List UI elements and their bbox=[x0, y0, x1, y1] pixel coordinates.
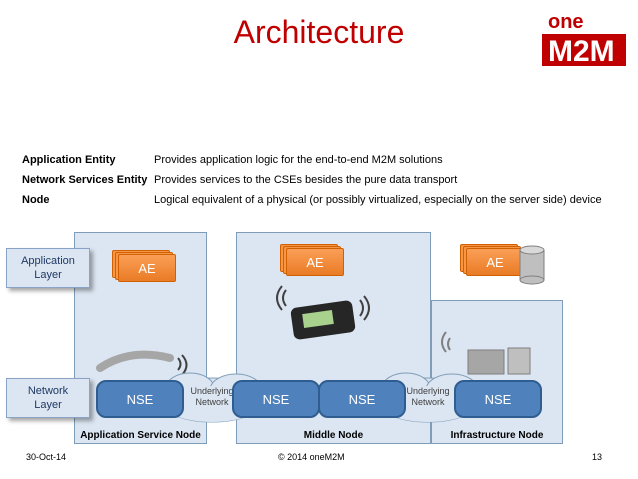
ae-label: AE bbox=[466, 248, 524, 276]
cloud-label-line: Underlying bbox=[406, 386, 450, 396]
logo-text-m2m: M2M bbox=[548, 35, 615, 68]
ae-stack-in: AE bbox=[460, 244, 524, 276]
gateway-device-icon bbox=[276, 285, 370, 340]
ae-stack-asn: AE bbox=[112, 250, 176, 282]
footer-copyright: © 2014 oneM2M bbox=[278, 452, 345, 462]
database-icon bbox=[519, 245, 545, 285]
definition-row: Node Logical equivalent of a physical (o… bbox=[22, 190, 602, 210]
cloud-label-line: Underlying bbox=[190, 386, 234, 396]
nse-asn: NSE bbox=[96, 380, 184, 418]
cloud-label-line: Network bbox=[411, 397, 445, 407]
footer-date: 30-Oct-14 bbox=[26, 452, 67, 462]
definition-term: Application Entity bbox=[22, 154, 116, 166]
logo-text-one: one bbox=[548, 11, 584, 33]
node-label: Application Service Node bbox=[80, 430, 201, 441]
definition-row: Application Entity Provides application … bbox=[22, 150, 602, 170]
footer-page-number: 13 bbox=[592, 452, 603, 462]
definition-desc: Logical equivalent of a physical (or pos… bbox=[154, 194, 602, 206]
nse-mn-left: NSE bbox=[232, 380, 320, 418]
sensor-device-icon bbox=[96, 350, 188, 376]
ae-stack-mn: AE bbox=[280, 244, 344, 276]
ae-label: AE bbox=[286, 248, 344, 276]
ae-label: AE bbox=[118, 254, 176, 282]
cloud-label-line: Network bbox=[195, 397, 229, 407]
definitions-table: Application Entity Provides application … bbox=[22, 150, 602, 210]
nse-mn-right: NSE bbox=[318, 380, 406, 418]
definition-term: Network Services Entity bbox=[22, 174, 148, 186]
node-label: Infrastructure Node bbox=[450, 430, 544, 441]
definition-row: Network Services Entity Provides service… bbox=[22, 170, 602, 190]
node-label: Middle Node bbox=[303, 430, 364, 441]
definition-desc: Provides services to the CSEs besides th… bbox=[154, 174, 458, 186]
page-title: Architecture bbox=[233, 14, 405, 50]
definition-term: Node bbox=[22, 194, 50, 206]
server-rack-icon bbox=[441, 331, 531, 375]
cloud-label-right: Underlying Network bbox=[394, 386, 462, 408]
onem2m-logo: one M2M bbox=[542, 11, 626, 68]
nse-in: NSE bbox=[454, 380, 542, 418]
cloud-label-left: Underlying Network bbox=[178, 386, 246, 408]
network-layer-box: Network Layer bbox=[6, 378, 90, 418]
logo-block bbox=[542, 34, 626, 66]
application-layer-box: Application Layer bbox=[6, 248, 90, 288]
definition-desc: Provides application logic for the end-t… bbox=[154, 154, 443, 166]
